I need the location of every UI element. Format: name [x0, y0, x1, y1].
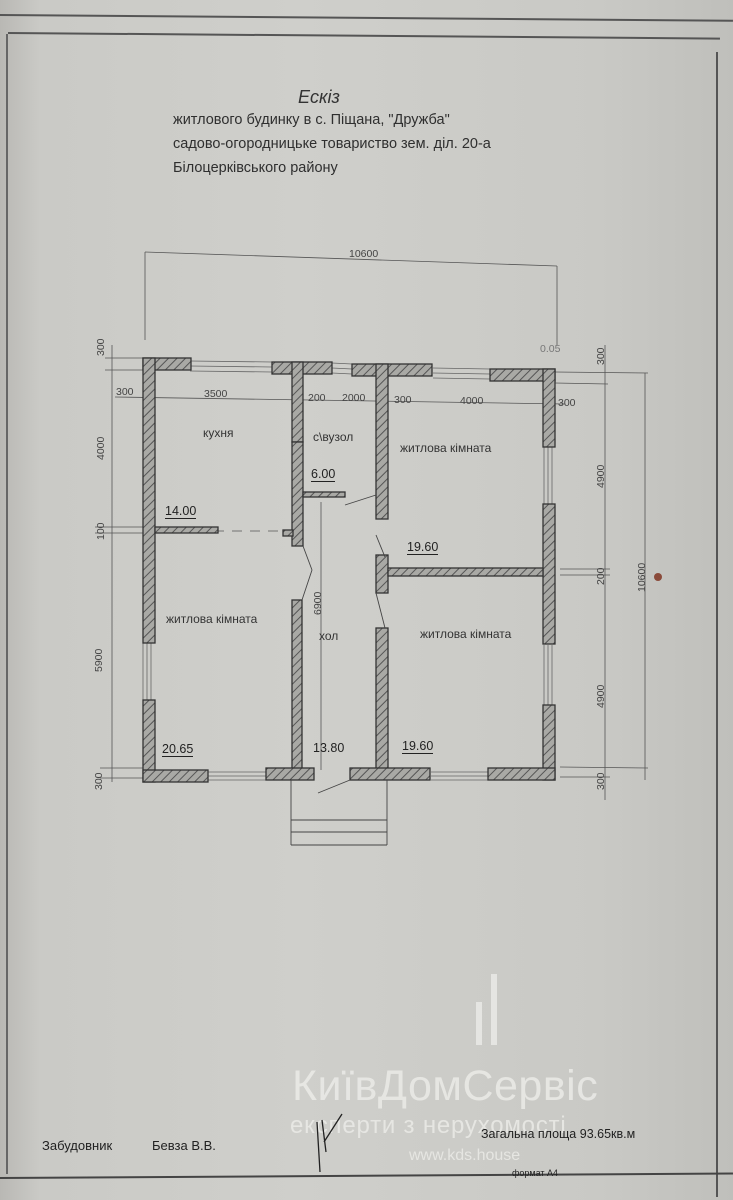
watermark-tagline: експерти з нерухомості: [290, 1112, 567, 1139]
builder-name: Бевза В.В.: [152, 1138, 216, 1153]
note-top-right: 0.05: [540, 343, 561, 355]
dim-left-300-top: 300: [95, 338, 107, 356]
dim-top-2000: 2000: [342, 392, 366, 404]
dim-top-4000: 4000: [460, 395, 484, 407]
watermark-logo-icon: [476, 974, 497, 1045]
room-kitchen-area: 14.00: [165, 504, 197, 519]
room-hall-label: хол: [319, 629, 339, 643]
dim-hall-6900: 6900: [312, 591, 324, 615]
room-living-ne-area: 19.60: [407, 540, 439, 555]
dim-right-200: 200: [595, 567, 607, 585]
subtitle-line-3: Білоцерківського району: [173, 160, 338, 176]
signature-mark: [316, 1113, 343, 1173]
room-kitchen-label: кухня: [203, 426, 234, 440]
dim-overall-height: 10600: [636, 562, 648, 592]
dim-top-300-a: 300: [116, 386, 134, 398]
room-living-w-label: житлова кімната: [166, 612, 258, 626]
dim-right-4900-bottom: 4900: [595, 684, 607, 708]
room-bathroom-label: с\вузол: [313, 430, 354, 444]
watermark-brand: КиївДомСервіс: [292, 1062, 599, 1110]
dim-overall-width: 10600: [349, 248, 379, 260]
dim-right-4900-top: 4900: [595, 464, 607, 488]
dim-top-300-c: 300: [558, 397, 576, 409]
dim-left-5900: 5900: [93, 648, 105, 672]
subtitle-line-1: житлового будинку в с. Піщана, "Дружба": [173, 112, 450, 128]
room-living-se-area: 19.60: [402, 739, 434, 754]
dim-top-200: 200: [308, 392, 326, 404]
dim-left-300-bottom: 300: [93, 772, 105, 790]
room-hall-area: 13.80: [313, 741, 345, 755]
room-bathroom-area: 6.00: [311, 467, 336, 482]
builder-label: Забудовник: [42, 1138, 113, 1153]
total-area: Загальна площа 93.65кв.м: [481, 1127, 636, 1141]
document-title: Ескіз: [298, 87, 340, 107]
watermark-url: www.kds.house: [409, 1147, 521, 1164]
room-living-w-area: 20.65: [162, 742, 194, 757]
dim-right-300-bottom: 300: [595, 772, 607, 790]
dim-top-300-b: 300: [394, 394, 412, 406]
room-living-se-label: житлова кімната: [420, 627, 512, 641]
dim-top-3500: 3500: [204, 388, 228, 400]
paper-format: формат А4: [512, 1168, 559, 1178]
room-living-ne-label: житлова кімната: [400, 441, 492, 455]
frame-border-left: [6, 34, 8, 1174]
frame-border-right: [716, 52, 718, 1197]
subtitle-line-2: садово-огородницьке товариство зем. діл.…: [173, 136, 491, 152]
dim-right-300-top: 300: [595, 347, 607, 365]
dim-left-4000: 4000: [95, 436, 107, 460]
dim-left-100: 100: [95, 522, 107, 540]
